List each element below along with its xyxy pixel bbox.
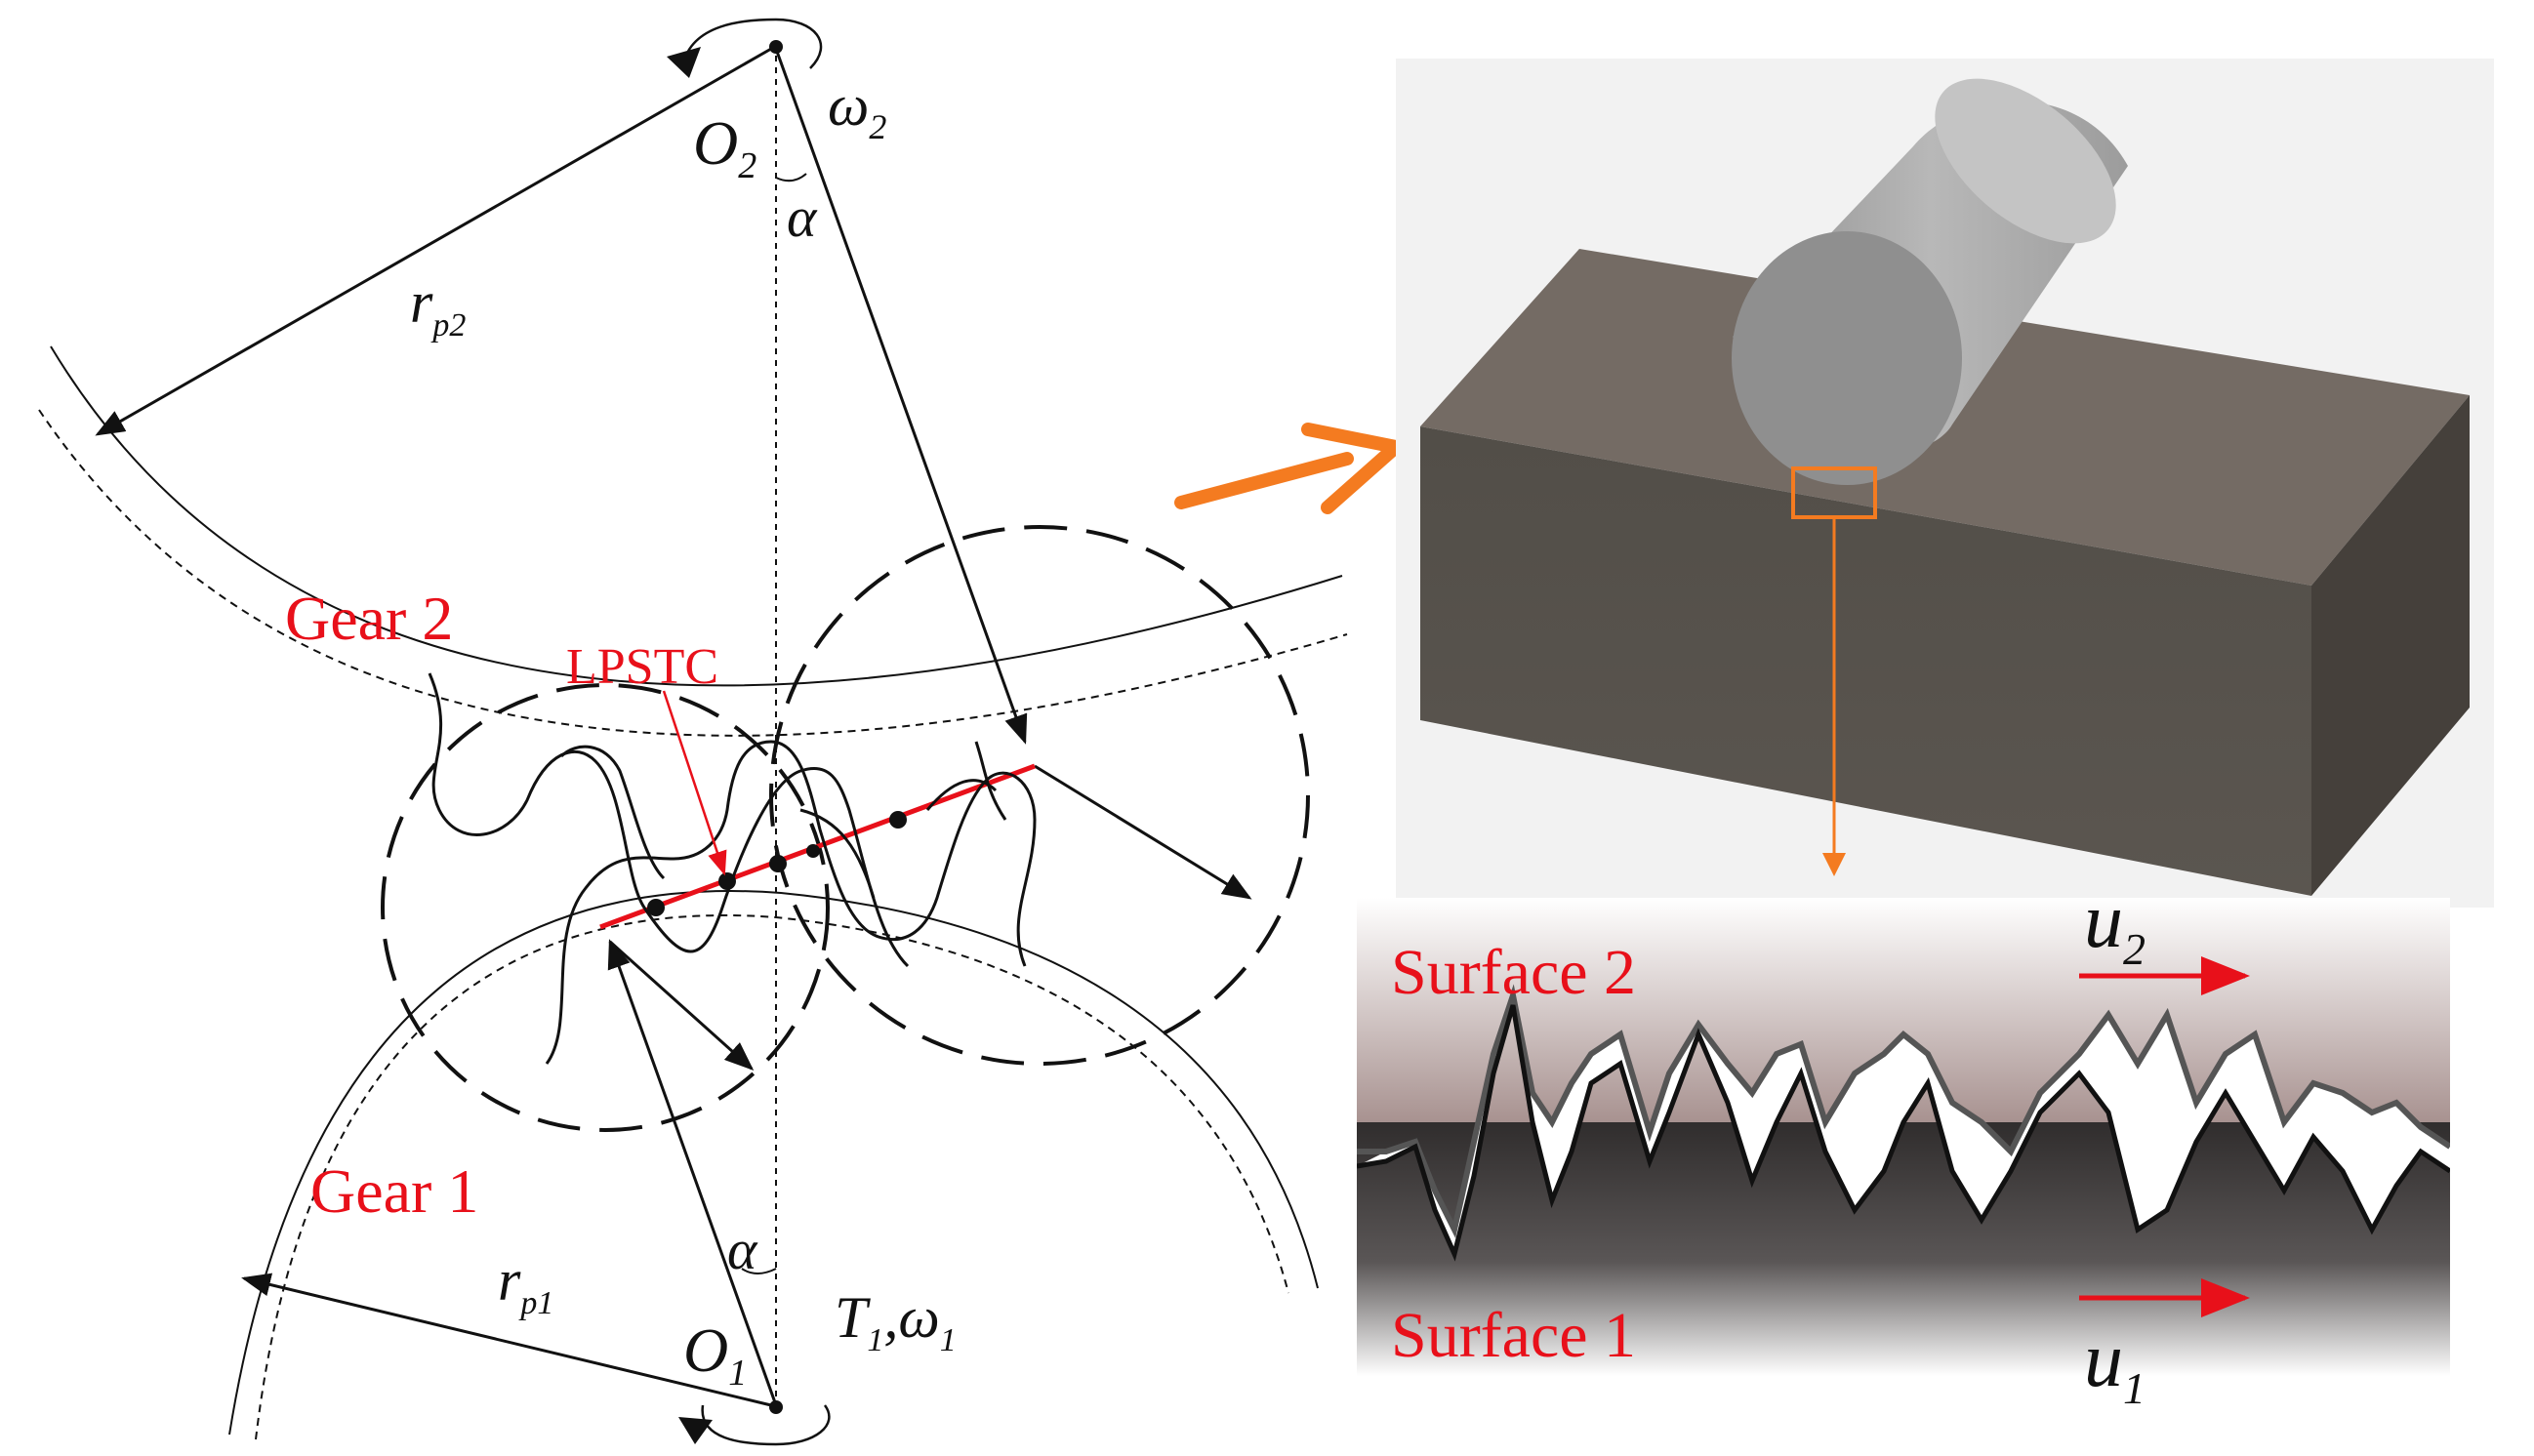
alpha-top-label: α [787,185,818,249]
alpha-bottom-label: α [727,1218,758,1281]
block-right-face [2311,395,2470,896]
o2-label: O2 [693,108,756,186]
block-front-face [1420,426,2311,896]
u1-label: u1 [2084,1317,2146,1413]
gear1-circles [228,890,1319,1440]
gear2-label: Gear 2 [285,584,453,653]
torque-omega1-label: T1,ω1 [835,1285,957,1358]
u2-label: u2 [2084,878,2146,974]
lpstc-pointer [662,690,727,876]
rough-contact-panel: Surface 2 Surface 1 u2 u1 [1357,878,2450,1413]
alpha-arc-bottom [741,1268,777,1274]
base-radius-arrow-left [608,940,755,1072]
rp1-label: rp1 [498,1248,553,1321]
cylinder-front-end [1732,231,1962,485]
o2-center-dot [769,40,783,54]
o2-ray [774,48,1028,745]
contact-points [647,811,907,916]
rp2-line [95,47,772,436]
surface1-label: Surface 1 [1391,1300,1636,1371]
alpha-arc-top [775,173,807,182]
gap-region [1357,995,2450,1254]
rp2-label: rp2 [410,270,466,344]
base-radius-arrow-right [1034,764,1252,900]
omega2-rotation-icon [681,18,823,69]
omega1-rotation-icon [701,1404,831,1446]
rp1-line [241,1273,772,1407]
zoom-arrow-icon [1174,423,1403,514]
omega1-rotation-arrowhead [678,1417,713,1444]
lpstc-label: LPSTC [566,639,718,695]
gear-mesh-diagram: Gear 2 Gear 1 LPSTC O2 ω2 α rp2 α rp1 O1… [38,18,1348,1446]
surface2-label: Surface 2 [1391,937,1636,1008]
zoom-circle-left [381,683,830,1132]
cylinder-on-block-model [1396,59,2494,908]
surface1-profile [1357,1004,2450,1262]
cylinder-back-end [1935,78,2116,244]
o1-ray [607,939,778,1406]
o1-center-dot [769,1400,783,1414]
o1-label: O1 [683,1315,747,1394]
omega2-label: ω2 [828,73,886,146]
gear-teeth [428,672,1037,1065]
omega2-rotation-arrowhead [667,47,701,78]
surface2-profile [1357,984,2450,1238]
zoom-circle-right [769,525,1310,1066]
gear1-label: Gear 1 [310,1156,478,1226]
gear2-circles [38,345,1348,737]
